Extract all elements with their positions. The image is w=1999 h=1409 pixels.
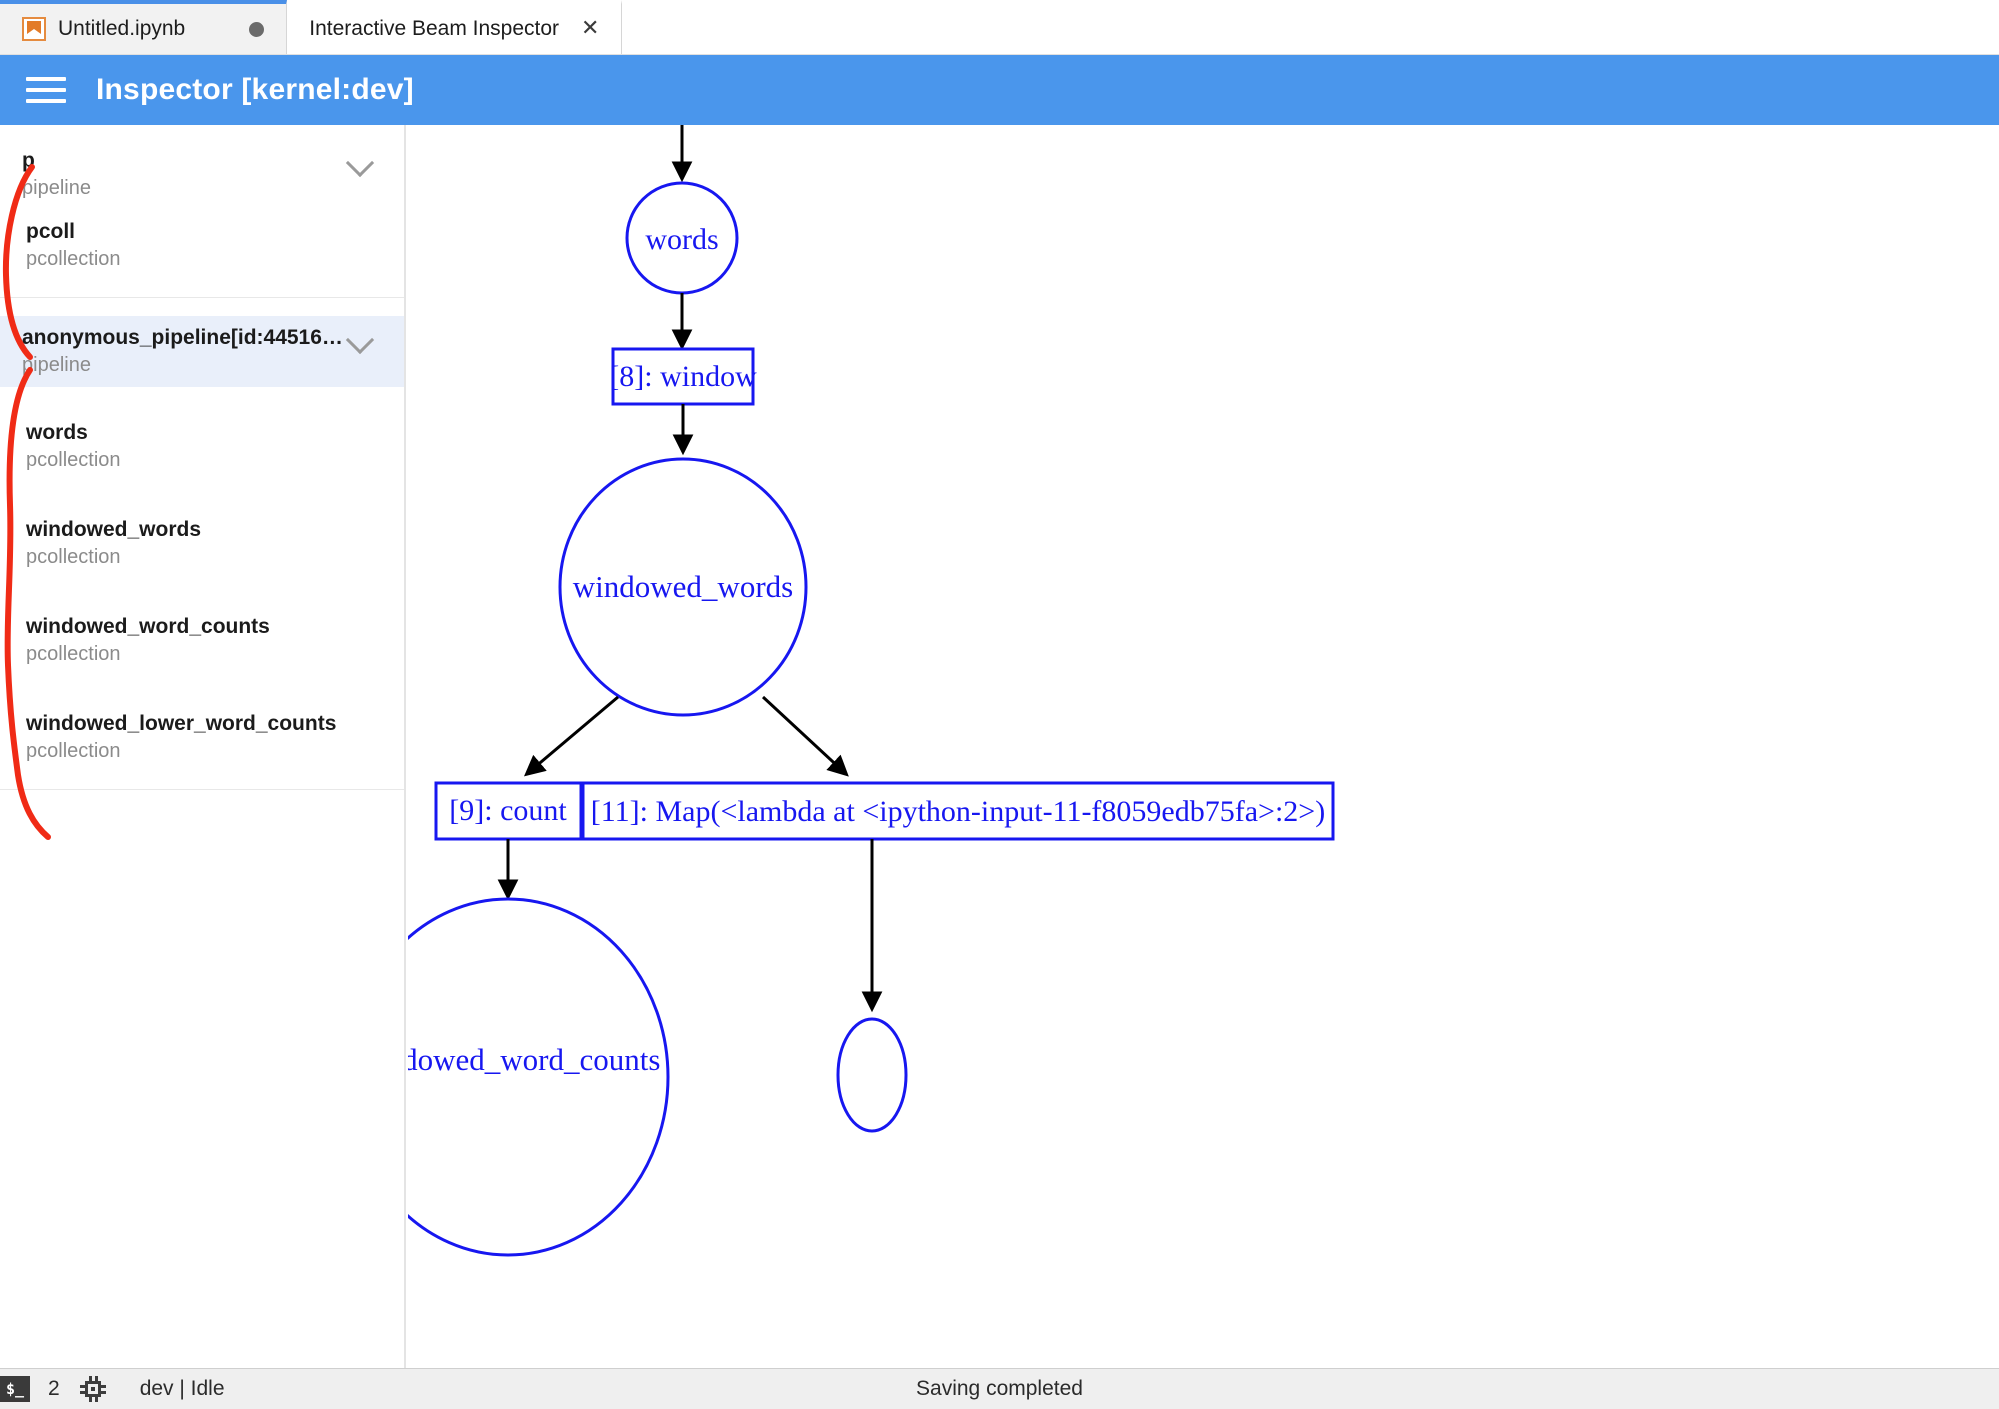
node-window-label: [8]: window [609,360,757,393]
terminal-icon[interactable]: $_ [0,1376,30,1402]
terminal-count: 2 [48,1377,60,1400]
node-map-label: [11]: Map(<lambda at <ipython-input-11-f… [591,795,1325,828]
sidebar-item-windowed-lower-word-counts[interactable]: windowed_lower_word_counts pcollection [0,702,404,773]
notebook-icon [22,17,46,41]
page-title: Inspector [kernel:dev] [96,73,414,106]
hamburger-icon[interactable] [26,75,66,105]
sidebar-item-label: windowed_words [26,518,202,541]
node-windowed-word-counts-label: windowed_word_counts [408,1042,660,1077]
node-windowed-words-label: windowed_words [573,569,793,604]
node-map[interactable] [581,781,1335,841]
node-count[interactable] [434,781,583,841]
tab-bar: Untitled.ipynb Interactive Beam Inspecto… [0,0,1999,55]
node-windowed-word-counts[interactable] [408,897,670,1257]
sidebar-item-label: words [26,421,88,444]
edge-windowed-words-to-map [761,695,849,777]
pipeline-graph: words [8]: window windowed_words [9]: co… [408,125,1335,1257]
node-count-label: [9]: count [449,794,567,827]
tab-label: Untitled.ipynb [58,17,186,40]
tab-bar-filler [622,0,1999,54]
sidebar-item-windowed-word-counts[interactable]: windowed_word_counts pcollection [0,605,404,676]
sidebar-item-label: windowed_lower_word_counts [26,712,337,735]
sidebar-item-type: pcollection [26,449,121,471]
pipeline-graph-canvas[interactable]: words [8]: window windowed_words [9]: co… [408,125,1999,1368]
node-words-label: words [645,223,718,256]
sidebar-group-anonymous-pipeline: anonymous_pipeline[id:44516… pipeline wo… [0,298,404,790]
kernel-status[interactable]: dev | Idle [139,1377,225,1400]
app-body: p pipeline pcoll pcollection anonymous_p… [0,125,1999,1368]
tab-interactive-beam-inspector[interactable]: Interactive Beam Inspector ✕ [287,0,623,54]
sidebar-item-label: anonymous_pipeline[id:44516… [22,326,343,349]
sidebar-item-type: pipeline [22,177,91,199]
sidebar-item-label: p [22,149,35,172]
node-windowed-words[interactable] [558,457,808,717]
sidebar-item-type: pcollection [26,248,121,270]
status-message: Saving completed [916,1377,1083,1400]
sidebar-item-anonymous-pipeline[interactable]: anonymous_pipeline[id:44516… pipeline [0,316,404,387]
sidebar-group-pipeline-p: p pipeline pcoll pcollection [0,125,404,298]
tab-untitled-ipynb[interactable]: Untitled.ipynb [0,0,288,54]
node-unnamed[interactable] [836,1017,908,1133]
close-icon[interactable]: ✕ [581,16,600,41]
cpu-icon [79,1376,106,1402]
sidebar-item-label: windowed_word_counts [26,615,270,638]
tab-label: Interactive Beam Inspector [309,17,560,40]
sidebar-item-p[interactable]: p pipeline [0,139,404,210]
sidebar-item-words[interactable]: words pcollection [0,411,404,482]
sidebar-item-type: pcollection [26,546,121,568]
edge-windowed-words-to-count [523,695,619,777]
sidebar-item-type: pcollection [26,740,121,762]
sidebar-item-type: pcollection [26,643,121,665]
status-bar: $_ 2 dev | Idle Saving completed [0,1368,1999,1409]
unsaved-indicator-dot[interactable] [249,21,265,37]
sidebar-item-label: pcoll [26,220,76,243]
sidebar-item-windowed-words[interactable]: windowed_words pcollection [0,508,404,579]
app-header: Inspector [kernel:dev] [0,55,1999,125]
sidebar-item-type: pipeline [22,354,91,376]
inspectables-sidebar: p pipeline pcoll pcollection anonymous_p… [0,125,406,1368]
sidebar-item-pcoll[interactable]: pcoll pcollection [0,210,404,281]
